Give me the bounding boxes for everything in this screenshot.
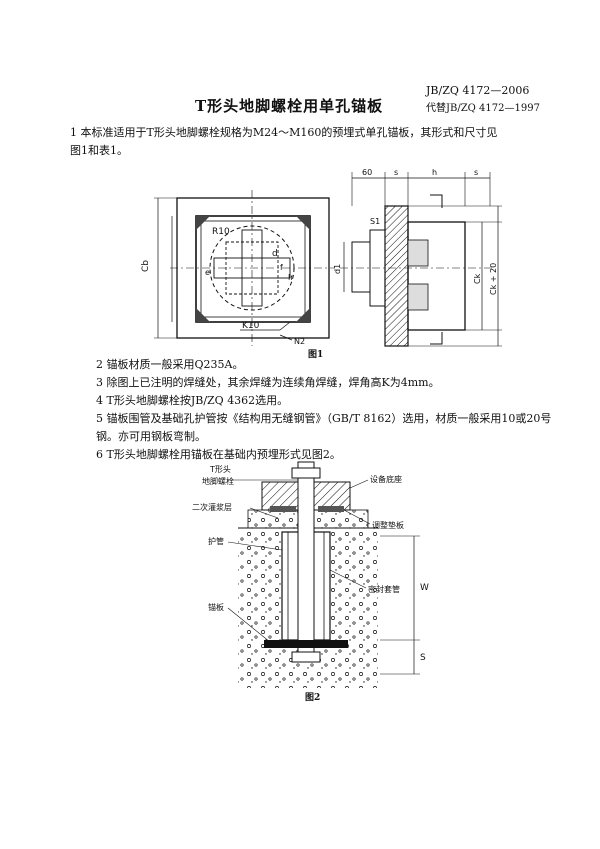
- label-shim: 调整垫板: [372, 520, 404, 530]
- standard-code: JB/ZQ 4172—2006: [426, 84, 530, 97]
- clause-1: 1 本标准适用于T形头地脚螺栓规格为M24～M160的预埋式单孔锚板，其形式和尺…: [70, 124, 497, 160]
- label-s1: S1: [370, 217, 380, 226]
- label-h: h: [432, 168, 437, 177]
- t-bolt: [297, 461, 315, 659]
- clause-5: 5 锚板围管及基础孔护管按《结构用无缝钢管》（GB/T 8162）选用，材质一般…: [96, 410, 551, 446]
- label-n2: N2: [294, 337, 305, 346]
- document-title: T形头地脚螺栓用单孔锚板: [195, 97, 384, 115]
- replaced-standard: 代替JB/ZQ 4172—1997: [426, 103, 540, 114]
- clause-1-line-2: 图1和表1。: [70, 144, 128, 157]
- tube-outer: [195, 215, 311, 323]
- label-sleeve: 护管: [208, 536, 224, 546]
- clause-1-line-1: 1 本标准适用于T形头地脚螺栓规格为M24～M160的预埋式单孔锚板，其形式和尺…: [70, 126, 498, 139]
- clause-5-line-1: 5 锚板围管及基础孔护管按《结构用无缝钢管》（GB/T 8162）选用，材质一般…: [96, 412, 552, 425]
- clause-4: 4 T形头地脚螺栓按JB/ZQ 4362选用。: [96, 394, 289, 407]
- figure-1-caption: 图1: [308, 350, 324, 360]
- label-bolt: T形头: [209, 464, 231, 474]
- clause-5-line-2: 钢。亦可用钢板弯制。: [96, 430, 206, 443]
- tube-section: [407, 221, 466, 331]
- label-base: 设备底座: [370, 474, 402, 484]
- label-e: e: [205, 268, 210, 277]
- label-lr: lr: [288, 273, 294, 282]
- label-plate: 锚板: [208, 602, 224, 612]
- weld-corner-br: [296, 308, 310, 322]
- label-bolt-2: 地脚螺栓: [202, 476, 234, 486]
- label-60: 60: [362, 168, 372, 177]
- label-seal: 密封套管: [368, 584, 400, 594]
- label-d1: d1: [333, 264, 342, 274]
- anchor-plate: [264, 640, 348, 648]
- label-s-right: s: [474, 168, 478, 177]
- clause-2: 2 锚板材质一般采用Q235A。: [96, 358, 244, 371]
- label-ck20: Ck + 20: [489, 263, 498, 295]
- clause-6: 6 T形头地脚螺栓用锚板在基础内预埋形式见图2。: [96, 448, 341, 461]
- label-s: S: [420, 653, 426, 663]
- tube-inner: [200, 220, 306, 318]
- label-ck: Ck: [473, 273, 482, 284]
- label-k10: K10: [242, 321, 260, 331]
- figure-2-drawing: W S T形头 地脚螺栓 设备底座 二次灌浆层 调整垫板 护管 密封套管 锚板: [192, 461, 429, 688]
- figure-1-drawing: R10 Cb d f lr e K10 N2 60 s h s Ck Ck + …: [141, 168, 502, 347]
- label-f: f: [280, 263, 283, 272]
- label-cb: Cb: [141, 260, 151, 272]
- label-s: s: [394, 168, 398, 177]
- weld-corner-bl: [196, 308, 210, 322]
- weld-corner-tr: [296, 216, 310, 230]
- label-w: W: [420, 583, 429, 593]
- label-r10: R10: [212, 227, 230, 237]
- clause-3: 3 除图上已注明的焊缝处，其余焊缝为连续角焊缝，焊角高K为4mm。: [96, 376, 440, 389]
- label-grout: 二次灌浆层: [192, 502, 232, 512]
- label-d: d: [272, 249, 278, 259]
- weld-corner-tl: [196, 216, 210, 230]
- plate-section: [384, 205, 409, 347]
- figure-2-caption: 图2: [305, 693, 321, 703]
